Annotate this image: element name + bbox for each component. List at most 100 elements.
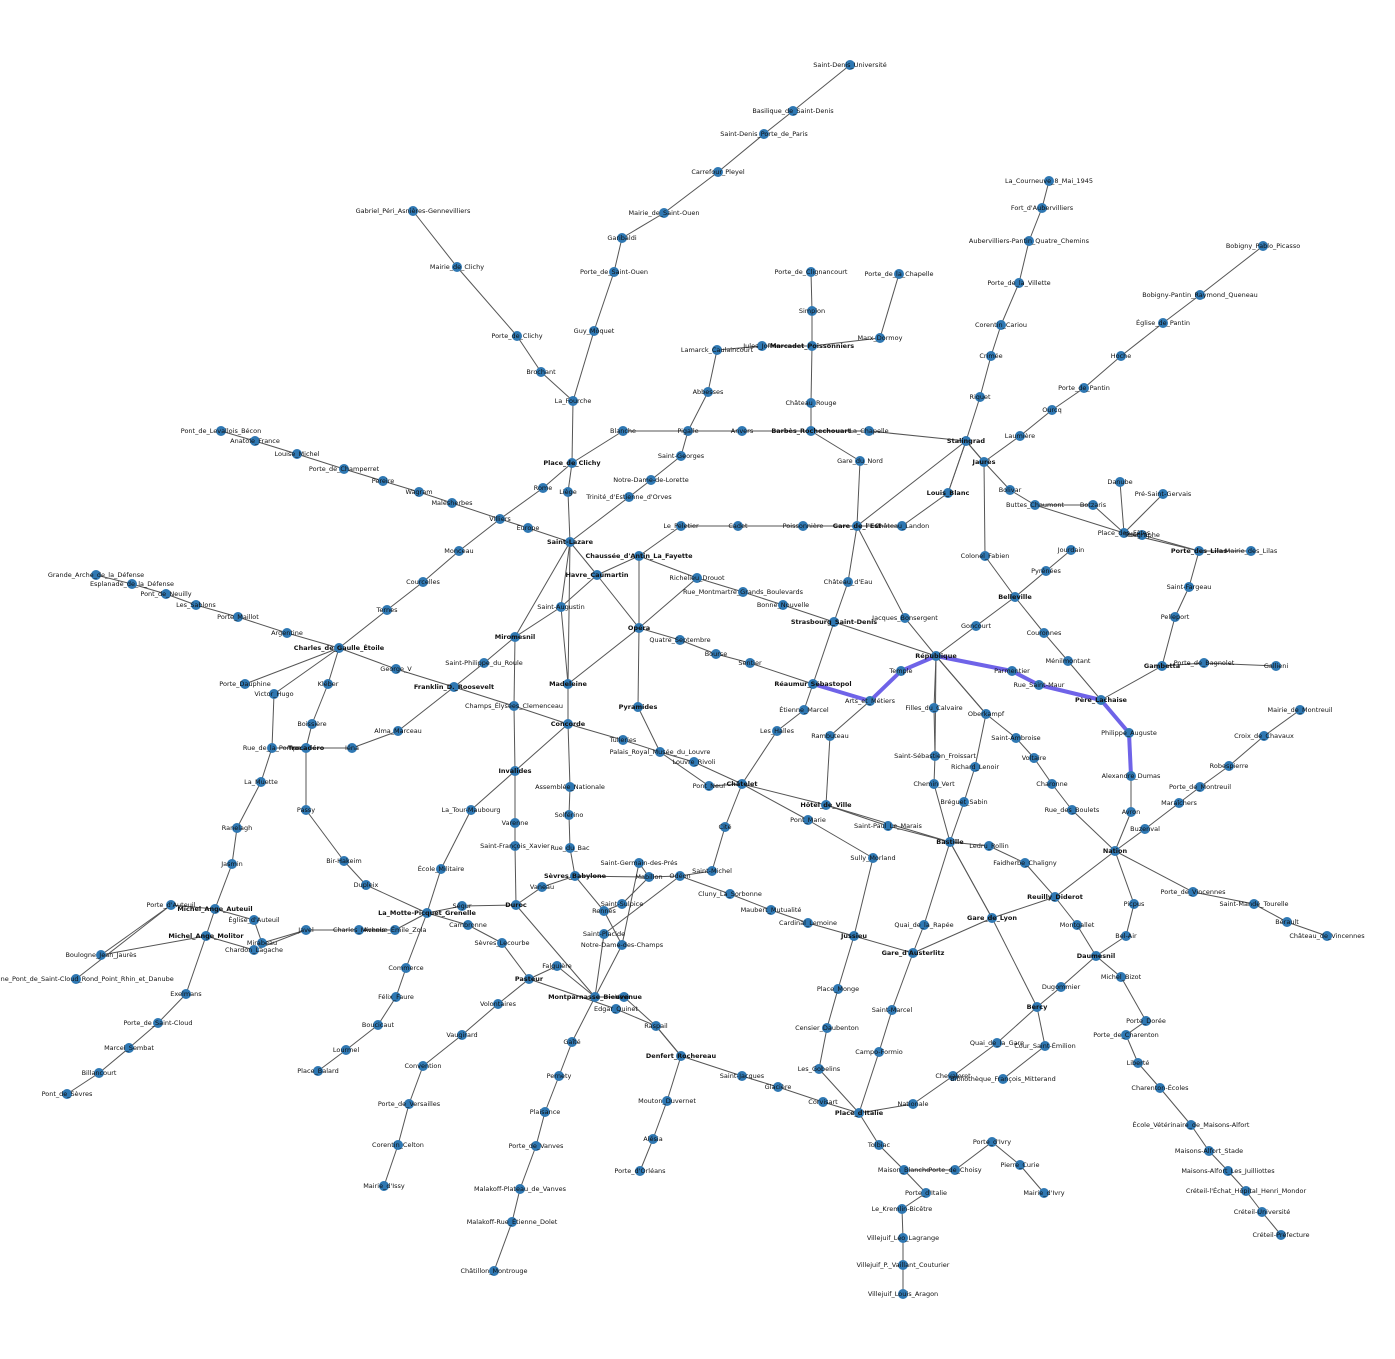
station-node-pve[interactable] (404, 1099, 414, 1109)
station-node-bro2[interactable] (806, 426, 816, 436)
station-node-pso[interactable] (609, 267, 619, 277)
station-node-eqn[interactable] (611, 1004, 621, 1014)
station-node-mal[interactable] (447, 498, 457, 508)
station-node-tde[interactable] (624, 492, 634, 502)
station-node-maa[interactable] (210, 904, 220, 914)
station-node-caf[interactable] (634, 551, 644, 561)
station-node-apq[interactable] (1024, 236, 1034, 246)
station-node-bil[interactable] (94, 1068, 104, 1078)
station-node-pne[interactable] (161, 589, 171, 599)
station-node-lch[interactable] (864, 426, 874, 436)
station-node-mcl[interactable] (452, 262, 462, 272)
station-node-cad[interactable] (733, 521, 743, 531)
station-node-inv[interactable] (510, 766, 520, 776)
station-node-buz[interactable] (1140, 824, 1150, 834)
station-node-bpr[interactable] (1195, 290, 1205, 300)
station-node-pcu[interactable] (1015, 1160, 1025, 1170)
station-node-vol2[interactable] (493, 999, 503, 1009)
station-node-pcy[interactable] (567, 458, 577, 468)
station-node-cdv[interactable] (1322, 931, 1332, 941)
station-node-lmu[interactable] (256, 777, 266, 787)
station-node-mis[interactable] (379, 1181, 389, 1191)
station-node-pne2[interactable] (704, 781, 714, 791)
station-node-bfm[interactable] (998, 1074, 1008, 1084)
station-node-pla2[interactable] (540, 1107, 550, 1117)
station-node-pmt[interactable] (1195, 782, 1205, 792)
station-node-fdr[interactable] (449, 682, 459, 692)
station-node-van[interactable] (537, 882, 547, 892)
station-node-bpp[interactable] (1258, 241, 1268, 251)
station-node-cor[interactable] (818, 1097, 828, 1107)
station-node-sfa[interactable] (1184, 582, 1194, 592)
station-node-maj[interactable] (1223, 1166, 1233, 1176)
station-node-cde[interactable] (334, 643, 344, 653)
station-node-gmq[interactable] (589, 326, 599, 336)
station-node-cec[interactable] (1155, 1083, 1165, 1093)
station-node-mpo[interactable] (807, 341, 817, 351)
station-node-con[interactable] (563, 719, 573, 729)
station-node-pdc[interactable] (1121, 1030, 1131, 1040)
station-node-riq[interactable] (975, 392, 985, 402)
station-node-cou2[interactable] (1039, 628, 1049, 638)
station-node-cou[interactable] (418, 577, 428, 587)
station-node-sgp[interactable] (634, 858, 644, 868)
station-node-gon[interactable] (971, 621, 981, 631)
station-node-mmu[interactable] (766, 905, 776, 915)
station-node-ssd[interactable] (829, 617, 839, 627)
station-node-edf[interactable] (127, 579, 137, 589)
station-node-bch[interactable] (1030, 500, 1040, 510)
station-node-vll[interactable] (898, 1233, 908, 1243)
station-node-bnn[interactable] (778, 600, 788, 610)
station-node-ces[interactable] (509, 701, 519, 711)
station-node-cam[interactable] (463, 920, 473, 930)
station-node-pvn[interactable] (1188, 887, 1198, 897)
station-node-piv[interactable] (987, 1137, 997, 1147)
station-node-por[interactable] (635, 1166, 645, 1176)
station-node-pvi[interactable] (1014, 278, 1024, 288)
station-node-gad[interactable] (91, 570, 101, 580)
station-node-sen[interactable] (745, 658, 755, 668)
station-node-ndl[interactable] (646, 475, 656, 485)
station-node-pla[interactable] (1096, 695, 1106, 705)
station-node-sam[interactable] (1011, 733, 1021, 743)
station-node-boi[interactable] (307, 719, 317, 729)
station-node-pdi[interactable] (921, 1188, 931, 1198)
station-node-ceh[interactable] (1241, 1186, 1251, 1196)
station-node-mro[interactable] (662, 1096, 672, 1106)
station-node-fch[interactable] (1020, 858, 1030, 868)
station-node-cha[interactable] (737, 779, 747, 789)
station-node-tui[interactable] (618, 735, 628, 745)
station-node-pel[interactable] (1170, 612, 1180, 622)
station-node-spr[interactable] (479, 658, 489, 668)
station-node-jas[interactable] (227, 859, 237, 869)
station-node-vpv[interactable] (898, 1260, 908, 1270)
station-node-kbi[interactable] (897, 1204, 907, 1214)
station-node-psc[interactable] (153, 1018, 163, 1028)
station-node-pma2[interactable] (803, 815, 813, 825)
station-node-ame[interactable] (865, 696, 875, 706)
station-node-spl[interactable] (599, 929, 609, 939)
station-node-ceau[interactable] (843, 577, 853, 587)
station-node-bol[interactable] (1005, 485, 1015, 495)
station-node-lib[interactable] (1133, 1058, 1143, 1068)
station-node-mpv[interactable] (515, 1184, 525, 1194)
station-node-eti[interactable] (799, 705, 809, 715)
station-node-ale[interactable] (648, 1134, 658, 1144)
station-node-cmi[interactable] (354, 925, 364, 935)
station-node-mir[interactable] (510, 632, 520, 642)
station-node-qga[interactable] (992, 1038, 1002, 1048)
station-node-smo[interactable] (868, 853, 878, 863)
station-node-sdpp[interactable] (759, 129, 769, 139)
station-node-bou[interactable] (711, 649, 721, 659)
station-node-rdi[interactable] (1050, 892, 1060, 902)
station-node-mbi[interactable] (590, 992, 600, 1002)
station-node-mon[interactable] (454, 546, 464, 556)
station-node-bha[interactable] (339, 856, 349, 866)
station-node-dan[interactable] (1115, 477, 1125, 487)
station-node-vol[interactable] (1029, 753, 1039, 763)
station-node-eda[interactable] (249, 915, 259, 925)
station-node-cla[interactable] (897, 521, 907, 531)
station-node-pcg[interactable] (806, 267, 816, 277)
station-node-vhu[interactable] (269, 689, 279, 699)
station-node-jbo[interactable] (900, 613, 910, 623)
